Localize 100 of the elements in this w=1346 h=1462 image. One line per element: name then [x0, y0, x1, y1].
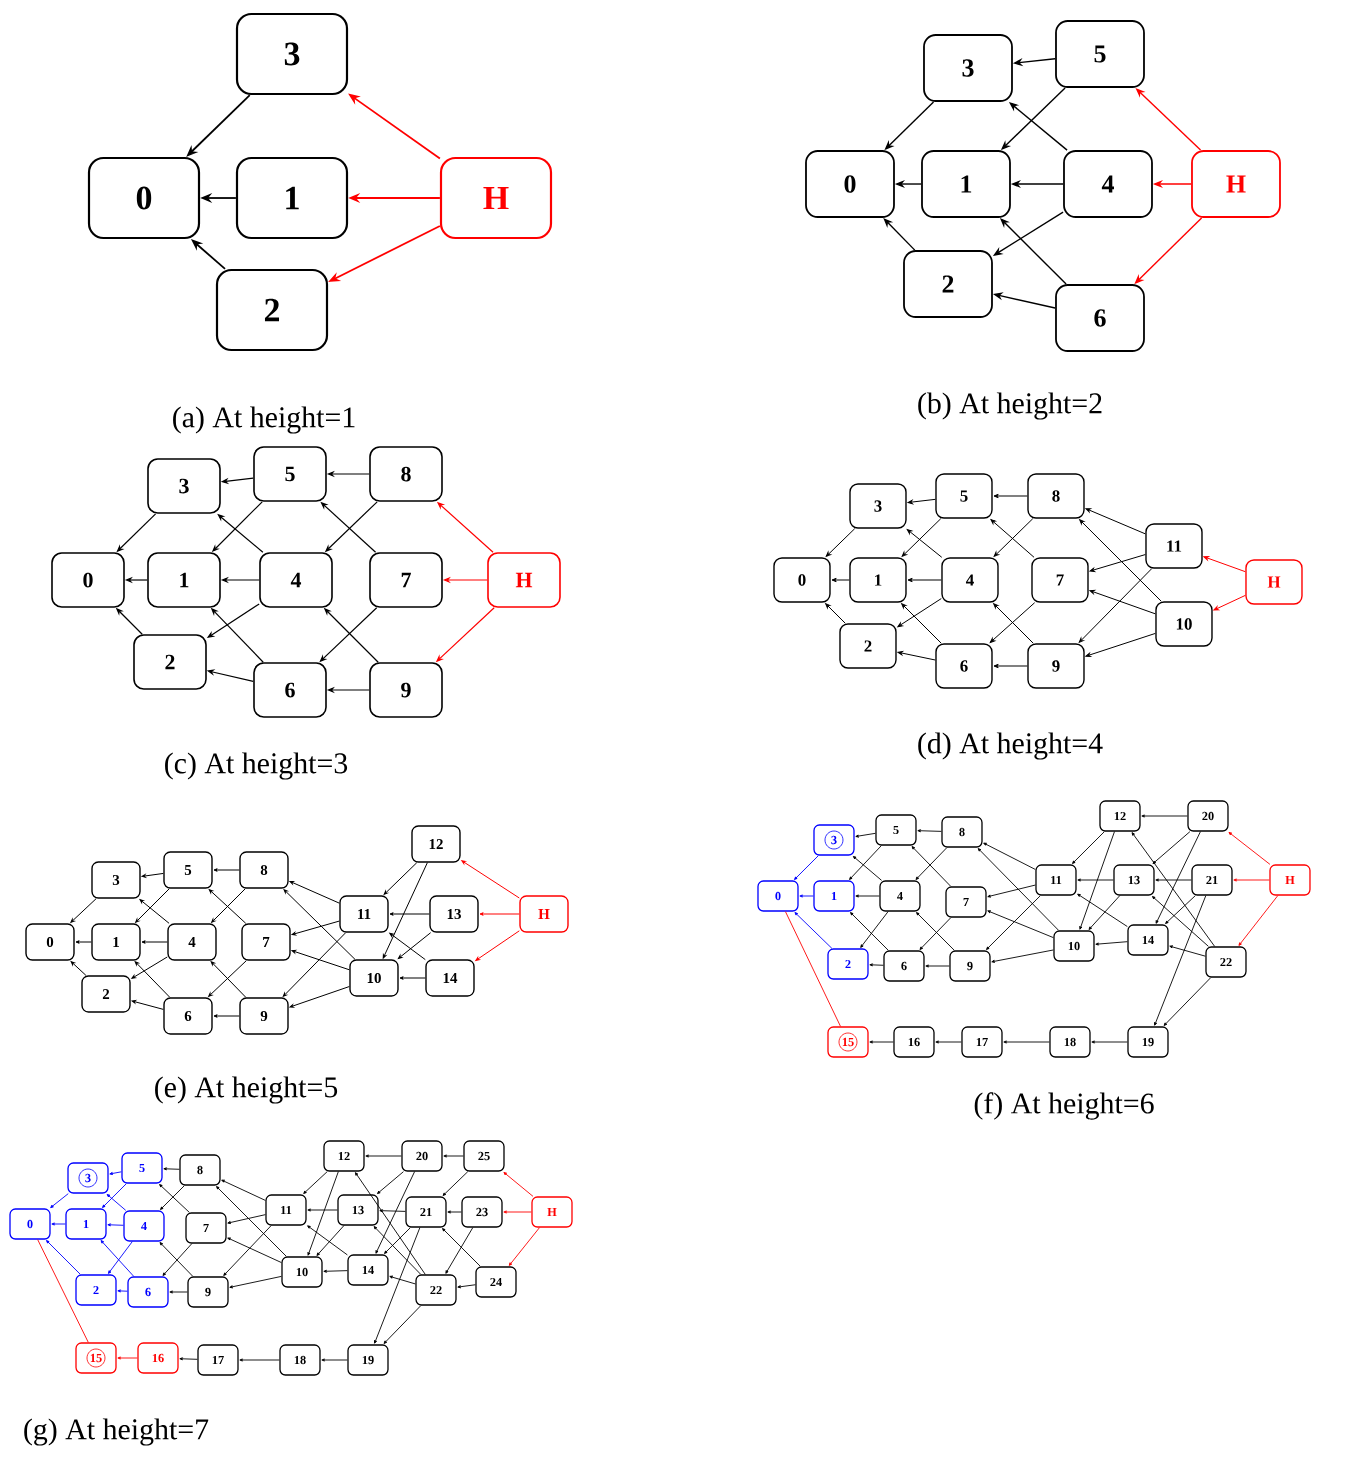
arrow	[283, 889, 356, 960]
arrow	[221, 1179, 266, 1201]
arrow	[163, 1167, 180, 1171]
arrow	[389, 1275, 416, 1285]
arrow	[503, 1210, 532, 1214]
node-box: 5	[1055, 20, 1145, 88]
caption: (c) At height=3	[165, 752, 348, 780]
node-box: 6	[935, 643, 993, 689]
arrow	[906, 529, 943, 558]
arrow	[373, 1226, 422, 1275]
arrow	[1155, 831, 1201, 924]
node-box: 3	[923, 34, 1013, 102]
node-box: 0	[805, 150, 895, 218]
arrow	[141, 872, 164, 878]
caption: (g) At height=7	[24, 1418, 209, 1446]
node-box: 4	[259, 552, 333, 608]
arrow	[384, 1227, 411, 1254]
node-box: 8	[369, 446, 443, 502]
arrow	[289, 880, 340, 904]
arrow	[1238, 895, 1279, 946]
arrow	[382, 862, 428, 959]
arrow	[1095, 941, 1128, 946]
node-box: 5	[253, 446, 327, 502]
arrow	[131, 956, 168, 979]
arrow	[321, 1358, 348, 1362]
arrow	[75, 940, 92, 944]
arrow	[461, 860, 520, 899]
arrow	[323, 1269, 348, 1273]
arrow	[907, 577, 942, 583]
arrow	[907, 498, 936, 505]
arrow	[106, 1193, 127, 1211]
arrow	[389, 932, 426, 961]
node-box: H	[487, 552, 561, 608]
arrow	[223, 1225, 272, 1276]
arrow	[1154, 895, 1207, 1026]
arrow	[227, 1237, 282, 1263]
arrow	[1079, 519, 1162, 602]
arrow	[1003, 1040, 1050, 1044]
node-box: 4	[1063, 150, 1153, 218]
arrow	[917, 829, 942, 833]
node-box: H	[439, 156, 553, 240]
arrow	[316, 1225, 345, 1256]
arrow	[825, 528, 856, 557]
arrow	[108, 1241, 133, 1274]
arrow	[987, 884, 1036, 898]
arrow	[901, 603, 942, 644]
arrow	[457, 1284, 476, 1289]
arrow	[1072, 831, 1105, 864]
node-box: 6	[1055, 284, 1145, 352]
arrow	[397, 932, 432, 959]
node-box: H	[1191, 150, 1281, 218]
arrow	[216, 1186, 287, 1257]
node-box: 9	[369, 662, 443, 718]
node-box: 2	[215, 268, 329, 352]
arrow	[915, 847, 948, 880]
arrow	[109, 1171, 122, 1175]
arrow	[303, 1171, 328, 1194]
caption: (b) At height=2	[918, 392, 1102, 420]
node-box: 2	[133, 634, 207, 690]
arrow	[1079, 831, 1115, 930]
node-box: 1	[849, 557, 907, 603]
arrow	[134, 961, 171, 998]
node-box: 0	[773, 557, 831, 603]
arrow	[1228, 831, 1271, 865]
arrow	[1088, 895, 1121, 930]
arrow	[935, 1040, 962, 1044]
arrow	[307, 1171, 339, 1256]
arrow	[1155, 878, 1192, 882]
arrow	[869, 1040, 894, 1044]
caption: (f) At height=6	[974, 1092, 1154, 1120]
arrow	[117, 1289, 128, 1293]
node-box: 3	[235, 12, 349, 96]
arrow	[354, 1172, 426, 1275]
arrow	[508, 1227, 540, 1266]
arrow	[1152, 831, 1191, 865]
arrow	[799, 894, 814, 898]
node-box: 11	[1145, 523, 1203, 569]
node-box: 10	[1155, 601, 1213, 647]
arrow	[794, 855, 819, 880]
arrow	[141, 940, 168, 944]
arrow	[1085, 508, 1146, 535]
node-box: 5	[935, 473, 993, 519]
arrow	[229, 1275, 282, 1289]
node-box: 7	[1031, 557, 1089, 603]
arrow	[289, 986, 350, 1008]
arrow	[479, 912, 520, 916]
arrow	[860, 911, 889, 948]
arrow	[1089, 589, 1156, 615]
node-box: 9	[1027, 643, 1085, 689]
arrow	[399, 976, 426, 980]
arrow	[855, 894, 880, 898]
arrow	[897, 598, 942, 628]
arrow	[227, 1214, 266, 1224]
node-box: H	[1245, 559, 1303, 605]
node-box: 0	[87, 156, 201, 240]
arrow	[911, 846, 952, 887]
arrow	[794, 912, 833, 949]
node-box: 7	[369, 552, 443, 608]
arrow	[291, 949, 350, 971]
arrow	[1131, 832, 1216, 947]
